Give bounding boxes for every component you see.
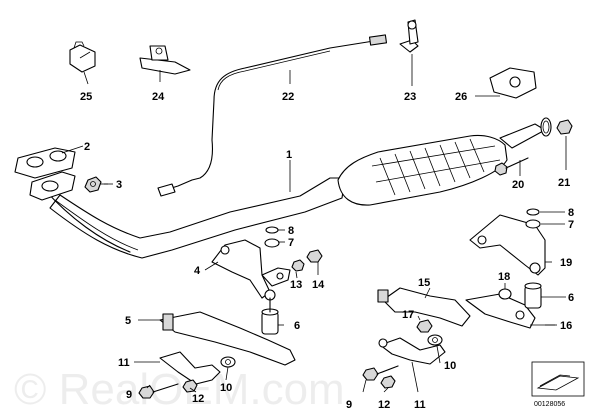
nut-part-10-left <box>220 356 236 368</box>
callout-8-left: 8 <box>288 225 294 237</box>
callout-7-left: 7 <box>288 237 294 249</box>
nut-part-18 <box>498 288 512 300</box>
clip-part-25 <box>69 41 96 73</box>
nut-part-3 <box>84 176 102 193</box>
callout-9-left: 9 <box>126 389 132 401</box>
callout-1: 1 <box>286 149 292 161</box>
bracket-part-5 <box>159 311 296 366</box>
bolt-part-14 <box>306 249 323 263</box>
callout-21: 21 <box>558 177 570 189</box>
callout-24: 24 <box>152 91 165 103</box>
bracket-part-11-right <box>378 337 446 365</box>
nut-part-10-right <box>427 334 443 346</box>
rubber-mount-part-6-right <box>524 282 542 309</box>
bracket-part-16 <box>465 293 536 329</box>
bolt-part-17 <box>416 319 433 333</box>
bracket-part-11-left <box>159 351 221 385</box>
nut-part-21 <box>556 119 573 135</box>
bracket-part-15 <box>377 287 471 327</box>
callout-22: 22 <box>282 91 294 103</box>
rubber-mount-part-6-left <box>261 297 279 335</box>
callout-18: 18 <box>498 271 510 283</box>
callout-12-right: 12 <box>378 399 390 411</box>
callout-2: 2 <box>84 141 90 153</box>
bracket-part-26 <box>489 67 537 99</box>
callout-8-right: 8 <box>568 207 574 219</box>
bolt-part-9-right <box>362 365 399 381</box>
washer-part-7 <box>264 238 280 248</box>
leader-lines <box>61 54 567 393</box>
diagram-code: 00128056 <box>534 401 565 408</box>
callout-11-right: 11 <box>414 399 426 411</box>
callout-6-right: 6 <box>568 292 574 304</box>
callout-15: 15 <box>418 277 430 289</box>
callout-5: 5 <box>125 315 131 327</box>
callout-7-right: 7 <box>568 219 574 231</box>
exhaust-pipe-part-1 <box>44 117 552 259</box>
gasket-part-2 <box>14 147 76 201</box>
nut-part-13 <box>291 259 305 272</box>
callout-25: 25 <box>80 91 92 103</box>
hanger-bracket-part-4 <box>211 239 291 301</box>
callout-20: 20 <box>512 179 524 191</box>
callout-12-left: 12 <box>192 393 204 405</box>
bracket-part-23 <box>399 19 419 53</box>
nut-part-12-right <box>380 375 396 389</box>
callout-labels: 1 2 3 4 5 6 6 7 7 8 8 9 9 10 10 11 11 12… <box>80 91 574 411</box>
callout-9-right: 9 <box>346 399 352 411</box>
holder-part-24 <box>139 45 191 75</box>
washer-part-7-right <box>525 219 541 229</box>
callout-11-left: 11 <box>118 357 130 369</box>
callout-17: 17 <box>402 309 414 321</box>
bolt-part-9-left <box>138 383 179 399</box>
diagram-id-box: 00128056 <box>531 361 585 408</box>
callout-13: 13 <box>290 279 302 291</box>
callout-4: 4 <box>194 265 201 277</box>
callout-26: 26 <box>455 91 467 103</box>
bolt-part-20 <box>494 157 529 176</box>
callout-3: 3 <box>116 179 122 191</box>
washer-part-8-right <box>526 208 540 216</box>
callout-10-left: 10 <box>220 382 232 394</box>
callout-6-left: 6 <box>294 320 300 332</box>
callout-10-right: 10 <box>444 360 456 372</box>
callout-19: 19 <box>560 257 572 269</box>
washer-part-8 <box>265 226 279 234</box>
oxygen-sensor-part-22 <box>157 34 388 197</box>
bracket-part-19 <box>469 214 546 276</box>
callout-14: 14 <box>312 279 325 291</box>
callout-23: 23 <box>404 91 416 103</box>
callout-16: 16 <box>560 320 572 332</box>
